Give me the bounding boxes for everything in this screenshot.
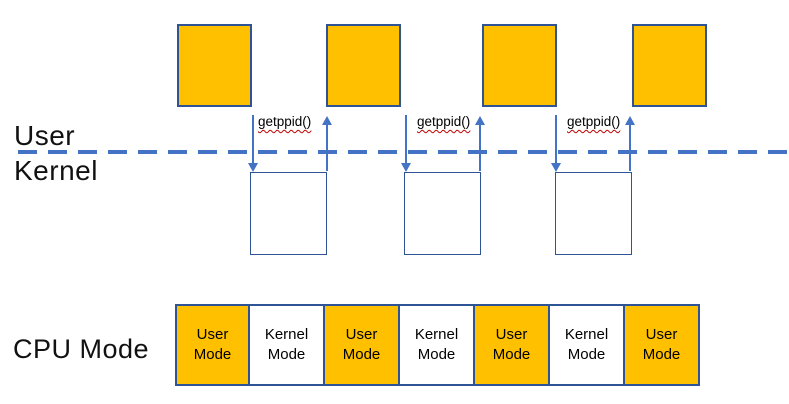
cpu-mode-cell-user: User Mode: [325, 304, 400, 386]
cpu-mode-cell-kernel: Kernel Mode: [250, 304, 325, 386]
user-space-label: User: [14, 120, 76, 151]
cpu-mode-label: CPU Mode: [13, 334, 150, 364]
trap-down-arrow-icon: [248, 115, 258, 172]
return-up-arrow-icon: [625, 116, 635, 171]
cpu-mode-cell-user: User Mode: [625, 304, 700, 386]
user-kernel-boundary-dashed-line: [18, 150, 789, 154]
kernel-space-label: Kernel: [14, 155, 98, 186]
cpu-mode-cell-kernel: Kernel Mode: [550, 304, 625, 386]
kernel-process-box-1: [250, 172, 327, 255]
kernel-process-box-3: [555, 172, 632, 255]
trap-down-arrow-icon: [401, 115, 411, 172]
cpu-mode-cell-user: User Mode: [475, 304, 550, 386]
kernel-process-box-2: [404, 172, 481, 255]
cpu-mode-cell-kernel: Kernel Mode: [400, 304, 475, 386]
return-up-arrow-icon: [475, 116, 485, 171]
user-process-box-3: [482, 24, 557, 107]
syscall-label: getppid(): [258, 114, 312, 129]
user-process-box-1: [177, 24, 252, 107]
trap-down-arrow-icon: [551, 115, 561, 172]
syscall-label: getppid(): [567, 114, 621, 129]
cpu-mode-strip: User Mode Kernel Mode User Mode Kernel M…: [175, 304, 700, 386]
user-process-box-4: [632, 24, 707, 107]
cpu-mode-cell-user: User Mode: [175, 304, 250, 386]
syscall-label: getppid(): [417, 114, 471, 129]
user-process-box-2: [326, 24, 401, 107]
return-up-arrow-icon: [322, 116, 332, 171]
